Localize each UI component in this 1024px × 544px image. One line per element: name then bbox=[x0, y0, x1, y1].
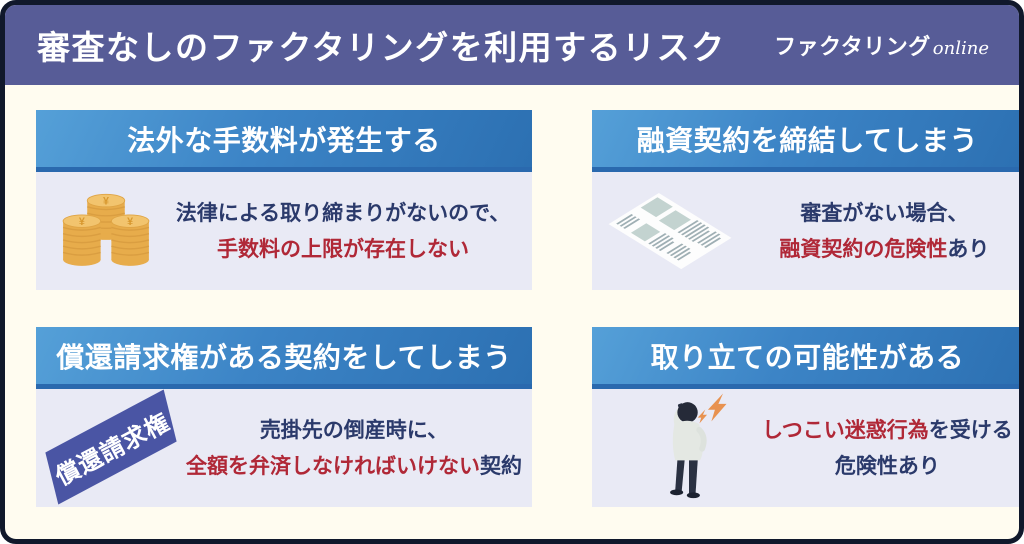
coin-stack-right: ¥ bbox=[110, 214, 150, 266]
text-segment: 危険性あり bbox=[834, 454, 940, 478]
card-text: しつこい迷惑行為を受ける 危険性あり bbox=[752, 410, 1019, 487]
text-segment: 審査がない場合、 bbox=[800, 201, 969, 225]
text-line: 融資契約の危険性あり bbox=[756, 234, 1013, 265]
text-line: 手数料の上限が存在しない bbox=[164, 234, 522, 265]
card-title-text: 償還請求権がある契約をしてしまう bbox=[56, 341, 512, 373]
svg-text:¥: ¥ bbox=[127, 216, 133, 228]
text-segment: を受ける bbox=[928, 418, 1013, 442]
text-line: 法律による取り締まりがないので、 bbox=[164, 198, 522, 229]
card-title-loan-contract: 融資契約を締結してしまう bbox=[592, 110, 1019, 172]
header-band: 審査なしのファクタリングを利用するリスク ファクタリング online bbox=[5, 5, 1019, 85]
card-body-debt-collection: しつこい迷惑行為を受ける 危険性あり bbox=[592, 389, 1019, 507]
card-text: 審査がない場合、 融資契約の危険性あり bbox=[746, 193, 1019, 270]
card-title-exorbitant-fees: 法外な手数料が発生する bbox=[36, 110, 532, 172]
text-segment: しつこい迷惑行為 bbox=[762, 418, 929, 442]
text-line: 全額を弁済しなければいけない契約 bbox=[186, 451, 522, 482]
brand-logo-main: ファクタリング bbox=[774, 34, 931, 59]
person-phone-icon bbox=[642, 393, 752, 503]
text-segment: 融資契約の危険性 bbox=[779, 237, 948, 261]
card-body-recourse-contract: 償還請求権 売掛先の倒産時に、 全額を弁済しなければいけない契約 bbox=[36, 389, 532, 507]
page-title: 審査なしのファクタリングを利用するリスク bbox=[37, 29, 726, 66]
card-body-exorbitant-fees: ¥ ¥ bbox=[36, 172, 532, 290]
text-line: 売掛先の倒産時に、 bbox=[186, 415, 522, 446]
card-exorbitant-fees: 法外な手数料が発生する ¥ bbox=[36, 110, 532, 290]
card-text: 法律による取り締まりがないので、 手数料の上限が存在しない bbox=[154, 193, 532, 270]
text-segment: 法律による取り締まりがないので、 bbox=[175, 201, 511, 225]
text-segment: あり bbox=[947, 237, 990, 261]
card-title-debt-collection: 取り立ての可能性がある bbox=[592, 327, 1019, 389]
text-line: 危険性あり bbox=[762, 451, 1013, 482]
brand-logo-suffix: online bbox=[932, 38, 989, 59]
lightning-bolt-icon bbox=[697, 393, 727, 424]
document-icon bbox=[608, 192, 732, 269]
svg-text:¥: ¥ bbox=[79, 216, 85, 228]
card-recourse-contract: 償還請求権がある契約をしてしまう 償還請求権 売掛先の倒産時に、 全額を弁済しな… bbox=[36, 327, 532, 507]
text-line: 審査がない場合、 bbox=[756, 198, 1013, 229]
text-segment: 契約 bbox=[480, 454, 522, 478]
person-phone-icon bbox=[670, 393, 727, 499]
document-icon bbox=[598, 184, 746, 279]
card-loan-contract: 融資契約を締結してしまう bbox=[592, 110, 1019, 290]
card-text: 売掛先の倒産時に、 全額を弁済しなければいけない契約 bbox=[36, 410, 532, 487]
text-segment: 売掛先の倒産時に、 bbox=[259, 418, 449, 442]
text-segment: 全額を弁済しなければいけない bbox=[186, 454, 480, 478]
text-segment: 手数料の上限が存在しない bbox=[217, 237, 469, 261]
card-title-text: 法外な手数料が発生する bbox=[127, 124, 441, 156]
card-body-loan-contract: 審査がない場合、 融資契約の危険性あり bbox=[592, 172, 1019, 290]
coin-stack-left: ¥ bbox=[62, 214, 102, 266]
text-line: しつこい迷惑行為を受ける bbox=[762, 415, 1013, 446]
card-debt-collection: 取り立ての可能性がある bbox=[592, 327, 1019, 507]
recourse-stamp: 償還請求権 bbox=[45, 389, 177, 505]
coin-stacks-icon: ¥ ¥ bbox=[62, 193, 150, 266]
card-title-text: 融資契約を締結してしまう bbox=[636, 124, 978, 156]
card-title-recourse-contract: 償還請求権がある契約をしてしまう bbox=[36, 327, 532, 389]
brand-logo: ファクタリング online bbox=[774, 29, 989, 61]
svg-text:¥: ¥ bbox=[103, 196, 109, 208]
card-title-text: 取り立ての可能性がある bbox=[650, 341, 965, 373]
risk-grid: 法外な手数料が発生する ¥ bbox=[36, 110, 1019, 507]
coin-stacks-icon: ¥ ¥ bbox=[58, 189, 154, 273]
